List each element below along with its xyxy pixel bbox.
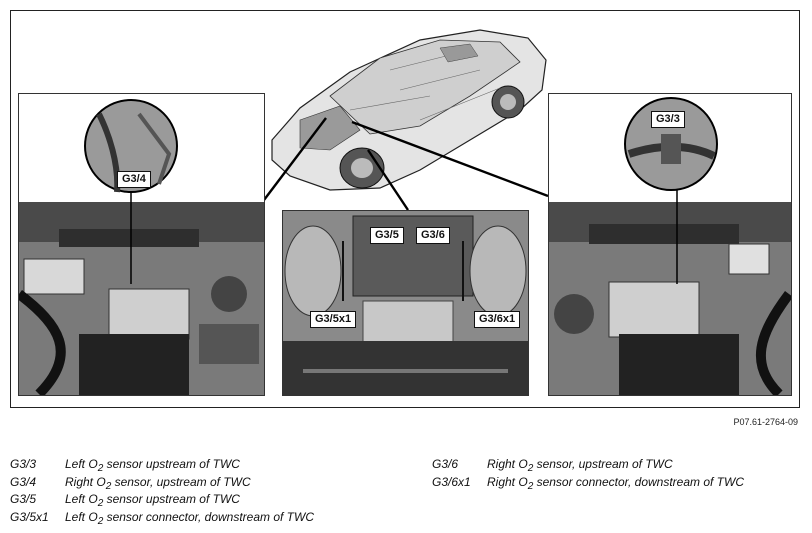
legend-desc: Left O2 sensor upstream of TWC [65,457,240,474]
underbody-photo [282,210,529,396]
legend-code: G3/6x1 [432,474,471,489]
legend-desc: Left O2 sensor connector, downstream of … [65,509,314,527]
legend-desc: Right O2 sensor connector, downstream of… [487,474,744,492]
legend-item: G3/6 Right O2 sensor, upstream of TWC [432,456,744,474]
legend-right: G3/6 Right O2 sensor, upstream of TWC G3/… [432,456,744,491]
figure-reference: P07.61-2764-09 [733,417,798,427]
legend-desc: Right O2 sensor, upstream of TWC [65,474,251,492]
legend-code: G3/6 [432,457,459,471]
legend-item: G3/6x1 Right O2 sensor connector, downstr… [432,474,744,492]
callout-g3-3: G3/3 [651,111,685,128]
legend-code: G3/5 [10,492,37,506]
callout-g3-4: G3/4 [117,171,151,188]
callout-g3-6: G3/6 [416,227,450,244]
legend-item: G3/3 Left O2 sensor upstream of TWC [10,456,314,474]
legend-desc: Left O2 sensor upstream of TWC [65,492,240,509]
legend-item: G3/5 Left O2 sensor upstream of TWC [10,491,314,509]
callout-g3-6x1: G3/6x1 [474,311,521,328]
legend-item: G3/4 Right O2 sensor, upstream of TWC [10,474,314,492]
left-engine-photo [18,93,265,396]
callout-g3-5: G3/5 [370,227,404,244]
legend-desc: Right O2 sensor, upstream of TWC [487,457,673,474]
legend-item: G3/5x1 Left O2 sensor connector, downstre… [10,509,314,527]
legend-code: G3/3 [10,457,37,471]
legend-code: G3/4 [10,474,37,489]
callout-g3-5x1: G3/5x1 [310,311,357,328]
legend-code: G3/5x1 [10,509,49,524]
right-engine-photo [548,93,792,396]
